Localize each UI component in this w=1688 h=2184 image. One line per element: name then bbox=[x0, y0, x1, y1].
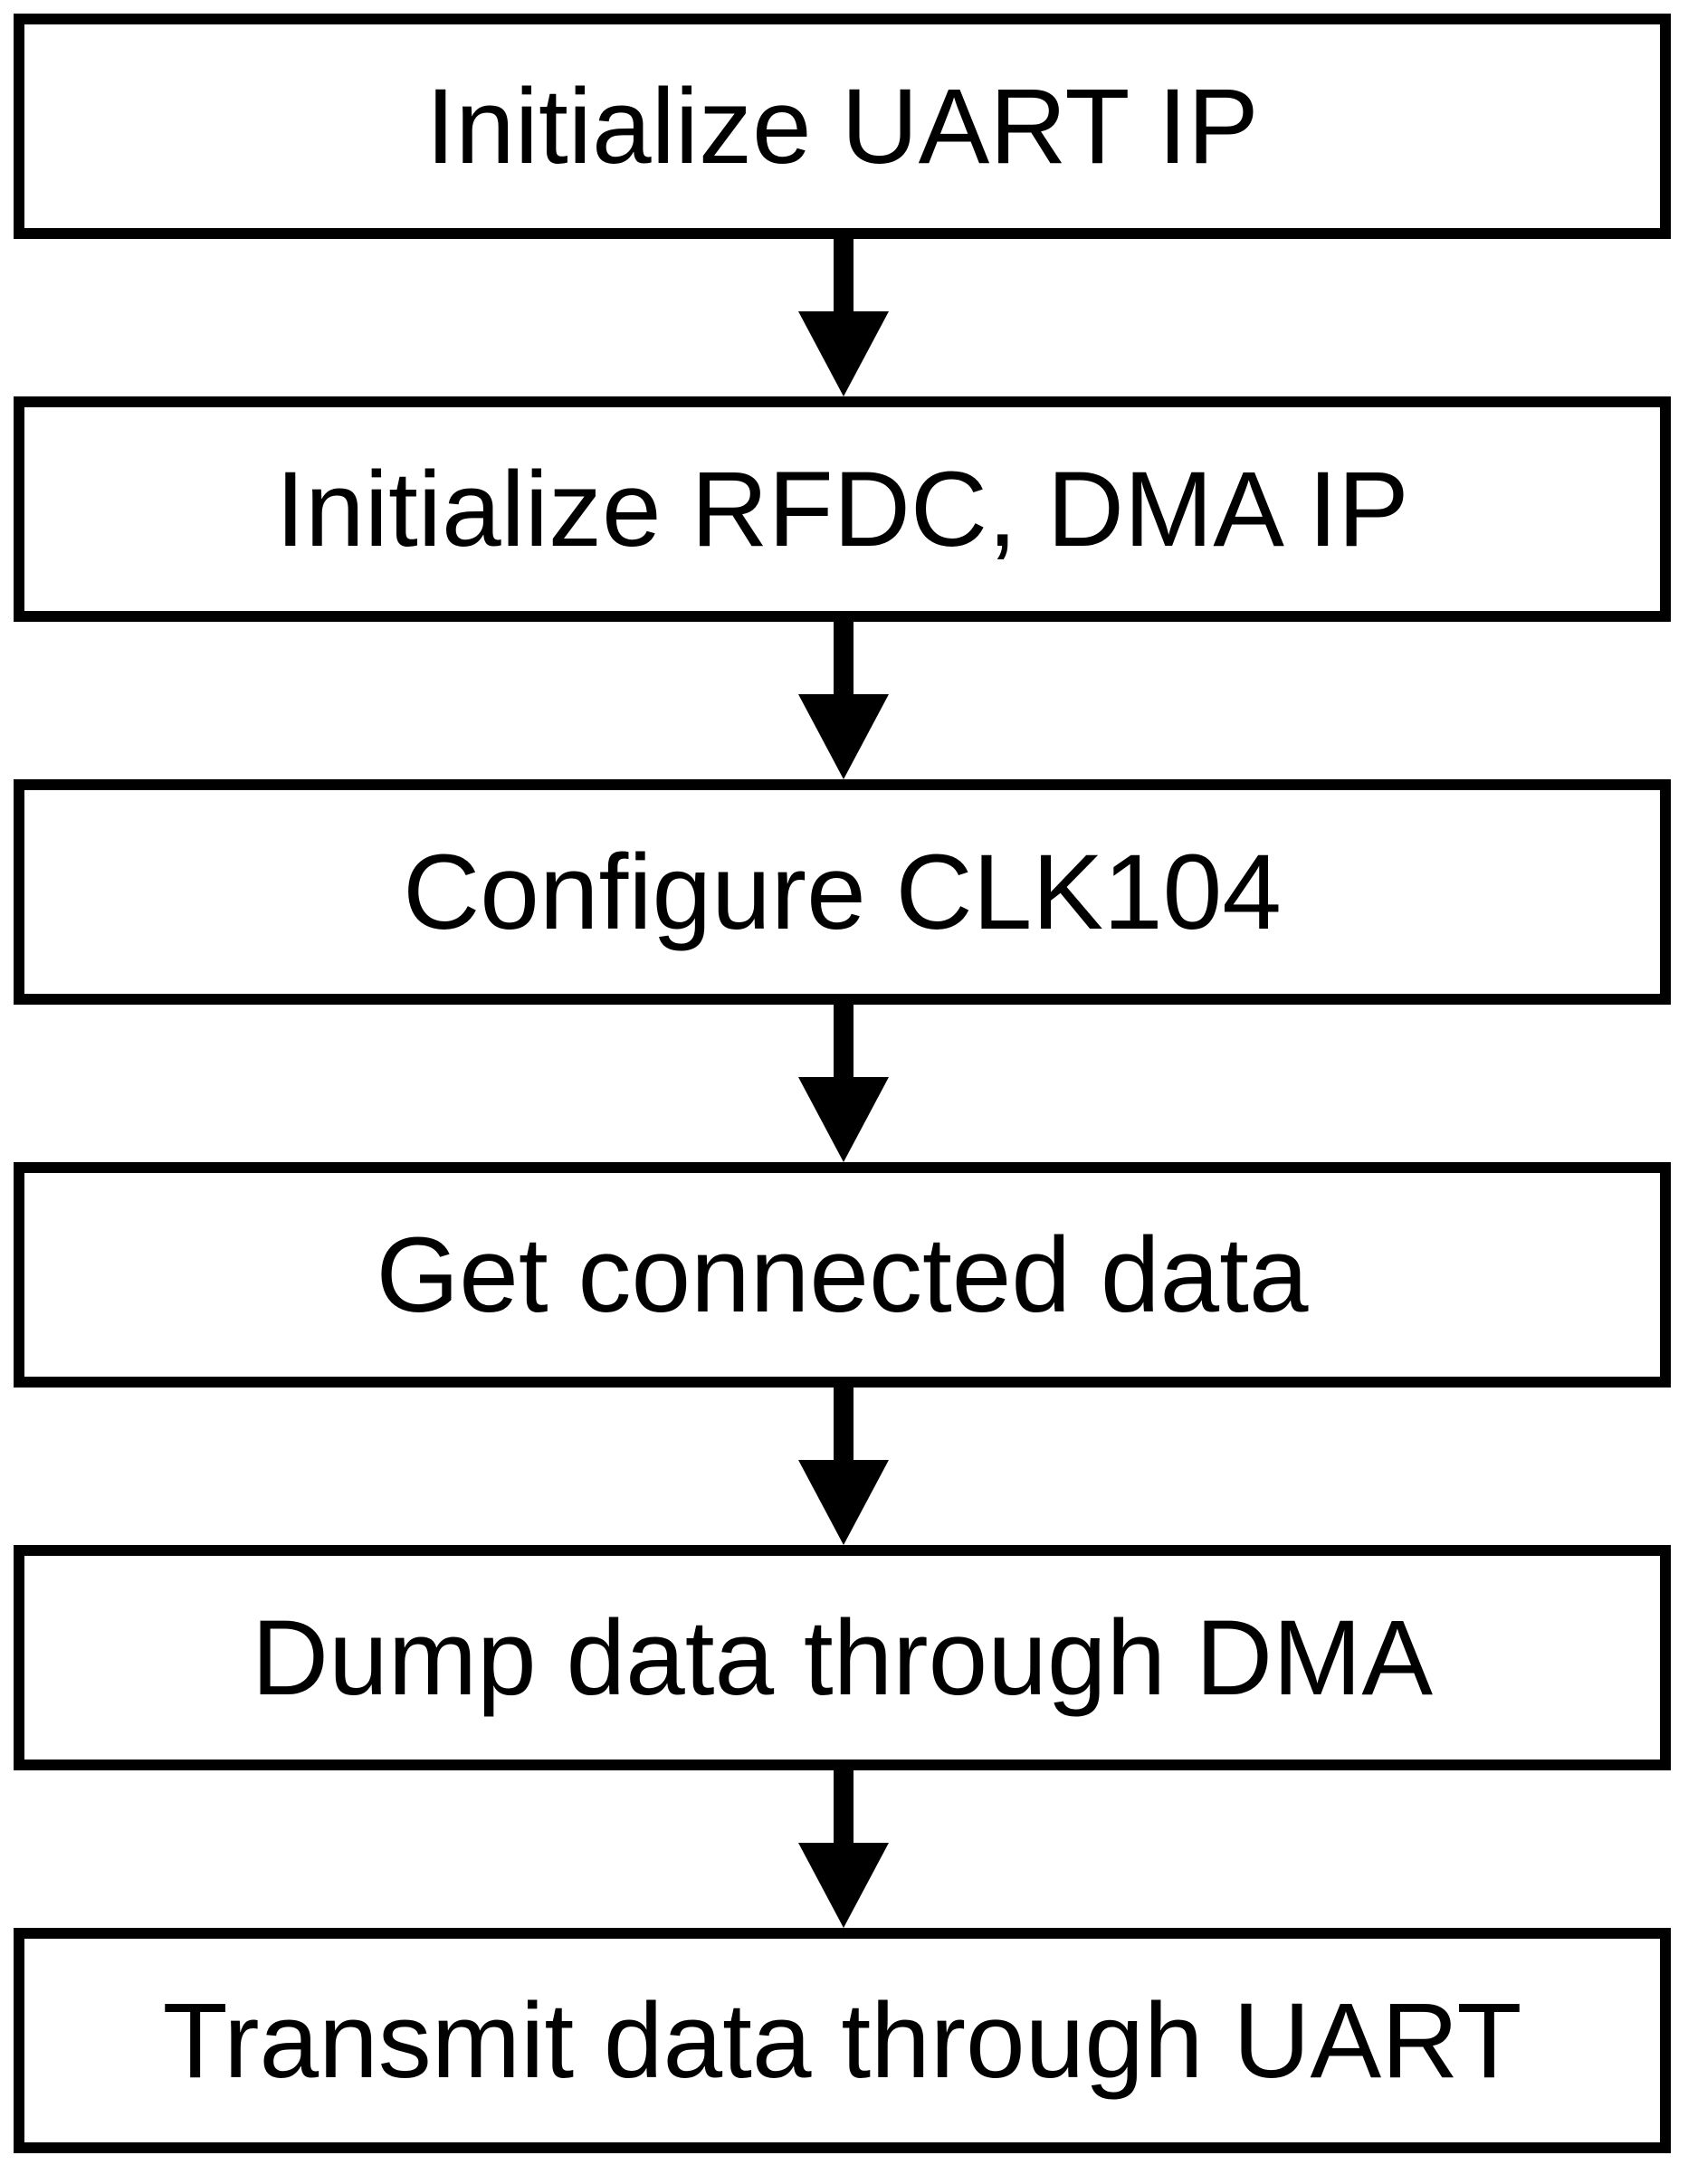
arrow-down-icon bbox=[798, 1770, 889, 1928]
step-label: Get connected data bbox=[376, 1215, 1309, 1335]
step-dump-data-dma: Dump data through DMA bbox=[14, 1545, 1671, 1770]
step-get-connected-data: Get connected data bbox=[14, 1162, 1671, 1388]
step-transmit-data-uart: Transmit data through UART bbox=[14, 1928, 1671, 2153]
step-label: Initialize RFDC, DMA IP bbox=[275, 449, 1409, 569]
arrow-down-icon bbox=[798, 622, 889, 779]
arrow-down-icon bbox=[798, 239, 889, 396]
step-initialize-rfdc-dma: Initialize RFDC, DMA IP bbox=[14, 396, 1671, 622]
step-label: Transmit data through UART bbox=[162, 1980, 1522, 2101]
step-label: Dump data through DMA bbox=[251, 1597, 1434, 1718]
arrow-down-icon bbox=[798, 1005, 889, 1162]
step-label: Configure CLK104 bbox=[403, 832, 1282, 952]
step-configure-clk104: Configure CLK104 bbox=[14, 779, 1671, 1005]
step-initialize-uart: Initialize UART IP bbox=[14, 14, 1671, 239]
step-label: Initialize UART IP bbox=[425, 66, 1259, 186]
arrow-down-icon bbox=[798, 1388, 889, 1545]
